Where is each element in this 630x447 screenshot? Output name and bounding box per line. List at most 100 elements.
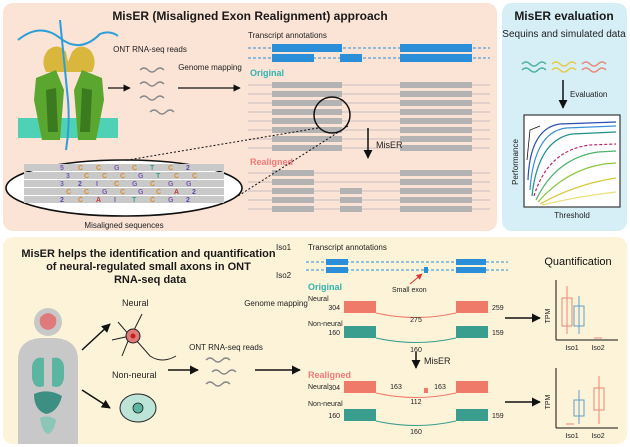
orig-neural-junction-count: 275 [410,317,422,324]
sequence-row-bg [24,180,224,187]
sequence-letter: G [138,189,144,196]
real-nonneural-coverage [344,409,488,426]
sequence-letter: C [192,173,197,180]
sequence-letter: I [114,197,116,204]
sequence-letter: C [120,173,125,180]
sequence-letter: G [186,181,192,188]
read-segment [272,109,342,115]
quant-x-iso1-top: Iso1 [565,345,578,352]
small-exon-pointer [409,273,423,285]
iso2-label: Iso2 [276,271,292,280]
sequence-row-bg [24,196,224,203]
orig-neural-label: Neural [308,296,329,303]
sequence-letter: C [96,165,101,172]
realigned-label-top: Realigned [250,157,293,167]
orig-nonneural-label: Non-neural [308,321,343,328]
read-segment [400,197,472,203]
nonneural-cell-label: Non-neural [112,370,157,380]
sequence-letter: 2 [78,181,82,188]
real-neural-skip-count: 112 [410,399,421,406]
orig-nonneural-right-count: 159 [492,330,504,337]
sequence-letter: C [156,189,161,196]
read-segment [272,179,314,185]
original-label-bottom: Original [308,282,342,292]
read-segment [272,100,342,106]
read-segment [326,91,342,97]
real-nonneural-right-count: 159 [492,413,504,420]
read-segment [400,170,472,176]
genome-mapping-label: Genome mapping [178,63,242,72]
lower-title: MisER helps the identification and quant… [21,248,278,286]
read-segment [340,206,362,212]
realigned-reads [248,170,490,212]
read-segment [272,145,342,151]
lower-title-line2: of neural-regulated small axons in ONT [46,261,251,273]
performance-axis-label: Performance [511,139,520,185]
read-segment [326,136,342,142]
sequence-letter: C [84,189,89,196]
read-segment [400,206,472,212]
read-segment [272,82,342,88]
sequence-letter: 2 [186,165,190,172]
ont-read-squiggles-bottom [205,357,237,387]
sequence-letter: 3 [66,173,70,180]
real-nonneural-left-count: 160 [328,413,340,420]
sequence-letter: G [132,181,138,188]
sequence-letter: 3 [60,181,64,188]
sequence-letter: T [150,165,155,172]
arrow-to-neural [81,323,111,351]
lower-title-line1: MisER helps the identification and quant… [21,248,276,260]
real-neural-label: Neural [308,384,329,391]
sequence-letter: G [102,189,108,196]
sequence-row-bg [24,172,224,179]
sequence-letter: C [174,173,179,180]
neuron-illustration [111,313,177,361]
read-segment [400,118,472,124]
miser-label-top: MisER [376,140,403,150]
quant-boxplot-realigned [555,368,618,429]
sequence-letter: T [156,173,161,180]
real-neural-coverage [344,381,488,398]
read-segment [400,100,472,106]
ont-read-squiggles [139,67,175,115]
tpm-label-realigned: TPM [545,394,552,409]
sequence-letter: C [120,189,125,196]
neural-cell-label: Neural [122,298,149,308]
lower-title-line3: RNA-seq data [114,274,187,286]
read-segment [326,118,342,124]
realigned-label-bottom: Realigned [308,370,351,380]
sequence-letter: A [174,189,179,196]
evaluation-label: Evaluation [570,90,607,99]
lower-annotation-label: Transcript annotations [308,243,387,252]
read-segment [400,91,472,97]
read-segment [400,82,472,88]
sequence-letter: G [138,173,144,180]
real-neural-left-count: 304 [328,385,340,392]
quant-x-iso2-bottom: Iso2 [591,433,604,440]
threshold-axis-label: Threshold [554,211,590,220]
read-segment [326,127,342,133]
read-segment [340,197,362,203]
read-segment [272,197,314,203]
read-segment [272,118,342,124]
miser-label-bottom: MisER [424,356,451,366]
evaluation-source: Sequins and simulated data [502,29,626,40]
read-segment [340,188,362,194]
lower-annotation-track [306,259,508,273]
sequence-letter: T [132,197,137,204]
read-segment [400,188,472,194]
sequence-letter: C [132,165,137,172]
ont-label-bottom: ONT RNA-seq reads [189,343,263,352]
read-segment [400,127,472,133]
arrow-to-nonneural [81,389,111,409]
sequence-letter: C [150,181,155,188]
read-segment [326,145,342,151]
performance-chart [523,114,621,208]
transcript-annotations-label: Transcript annotations [248,31,327,40]
read-segment [400,136,472,142]
read-segment [400,109,472,115]
read-segment [400,145,472,151]
read-segment [272,188,314,194]
orig-nonneural-coverage [344,326,488,343]
